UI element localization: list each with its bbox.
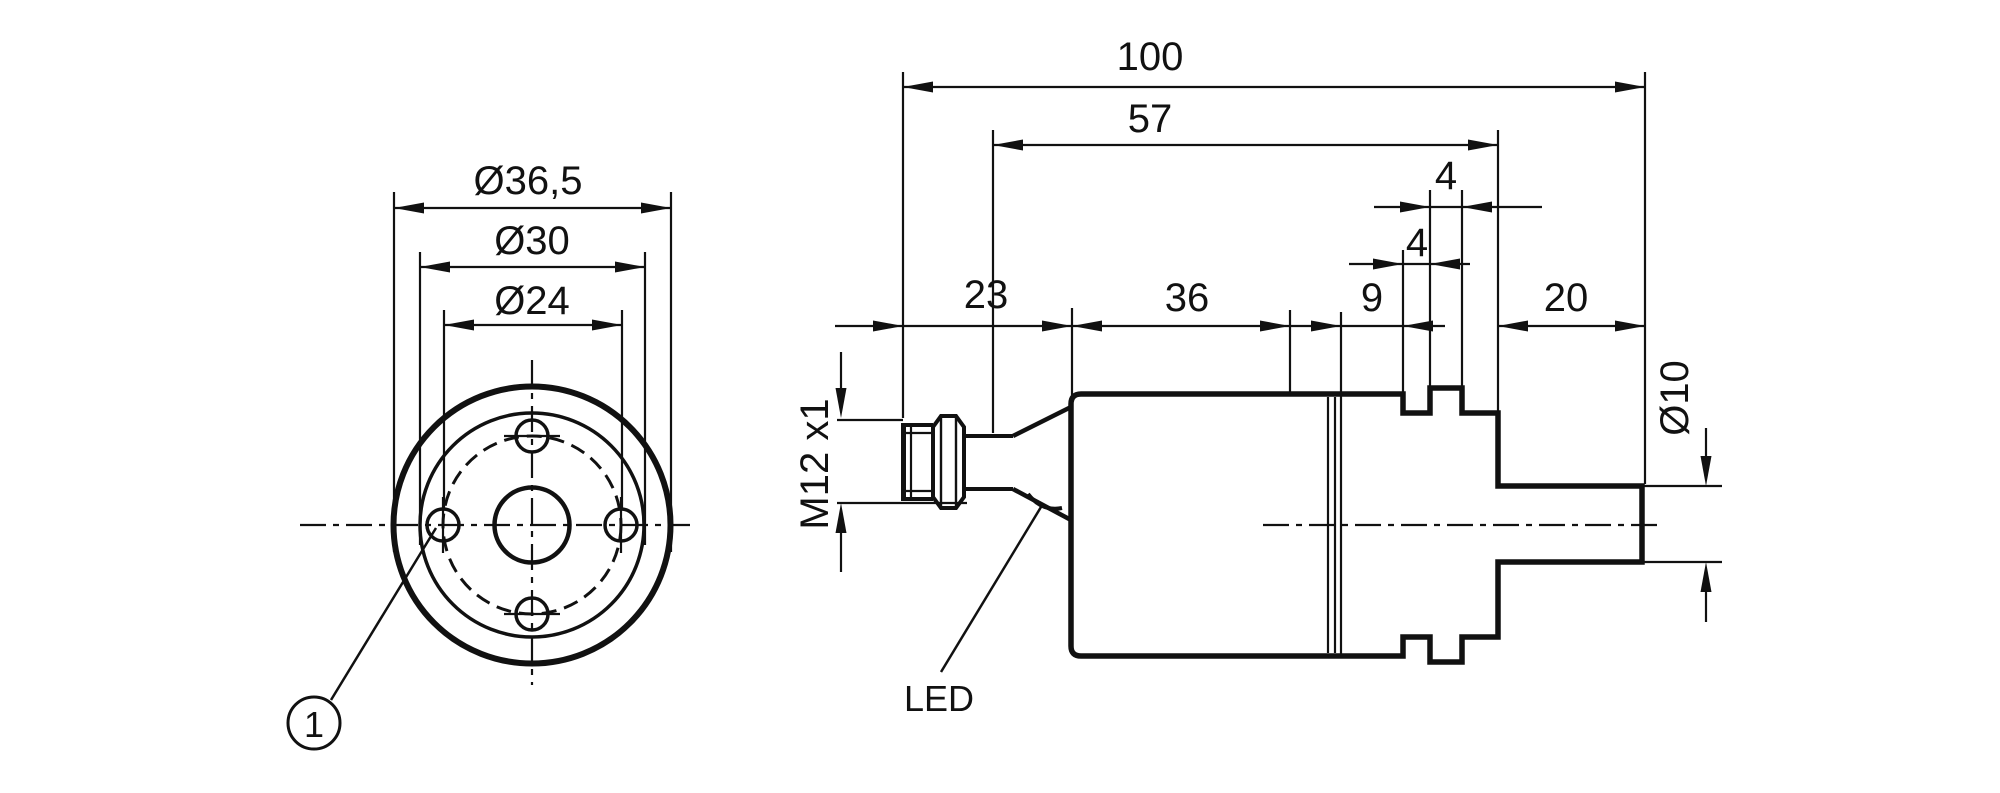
side-view: 100 57 4 4 23 36 9 20 M12 x1 Ø10 LED: [793, 35, 1722, 719]
housing-circle: [418, 411, 646, 639]
dim-label-bolt-circle-diameter: Ø24: [494, 279, 570, 323]
dim-label-housing-diameter: Ø30: [494, 219, 570, 263]
dim-label-connector-length: 23: [964, 273, 1009, 317]
mounting-hole-right: [603, 507, 639, 543]
balloon-callout: 1: [286, 527, 438, 751]
dim-label-tip-length: 20: [1544, 276, 1589, 320]
dim-label-housing-length: 57: [1128, 97, 1173, 141]
bolt-circle-dashed: [441, 434, 623, 616]
dim-label-body-length: 36: [1165, 276, 1210, 320]
front-extension-lines: [392, 192, 673, 552]
front-view: Ø36,5 Ø30 Ø24 1: [286, 159, 690, 751]
sensing-tip-circle: [492, 485, 572, 565]
dim-label-tip-diameter: Ø10: [1653, 360, 1697, 436]
connector-nut: [931, 414, 966, 510]
dim-label-connector-thread: M12 x1: [793, 398, 837, 529]
mounting-hole-bottom: [514, 596, 550, 632]
connector-m12: [901, 404, 1073, 522]
led-lens-bump: [1026, 492, 1063, 511]
balloon-circle: [286, 695, 342, 751]
dim-label-groove-width: 4: [1406, 221, 1428, 265]
flange-outline-circle: [390, 383, 674, 667]
dim-label-ring-width: 4: [1435, 154, 1457, 198]
front-circles: [390, 383, 674, 667]
mounting-hole-top: [514, 418, 550, 454]
side-extension-lines: [837, 72, 1722, 654]
led-leader-line: [939, 506, 1043, 673]
dim-label-overall-length: 100: [1117, 35, 1184, 79]
dim-label-neck-length: 9: [1361, 276, 1383, 320]
side-dimension-lines: [835, 81, 1712, 622]
mounting-hole-left: [425, 507, 461, 543]
dim-label-flange-diameter: Ø36,5: [474, 159, 583, 203]
front-dimension-lines: [394, 202, 671, 331]
balloon-number: 1: [304, 704, 324, 745]
led-label: LED: [904, 678, 974, 719]
